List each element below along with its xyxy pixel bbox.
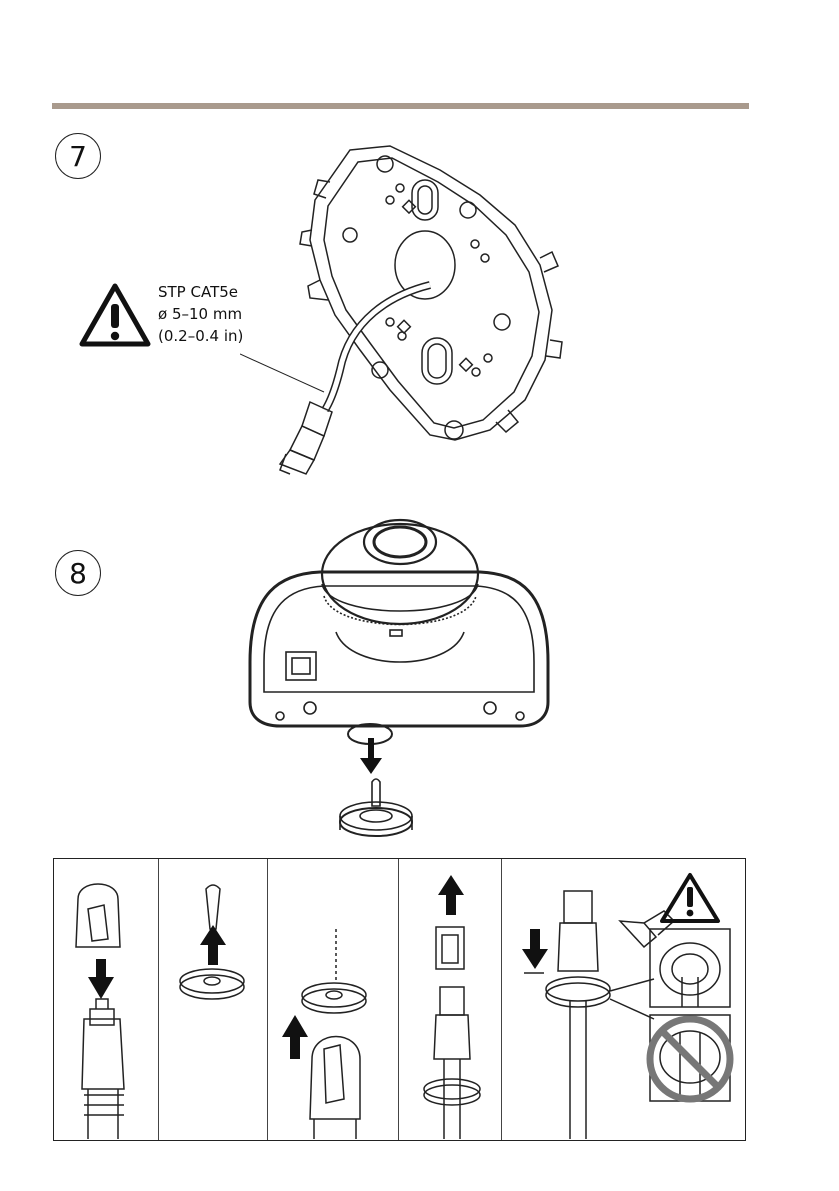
leader-line xyxy=(240,350,340,400)
warning-triangle-icon xyxy=(78,280,152,350)
cable-type-label: STP CAT5e xyxy=(158,281,243,303)
cable-diameter-mm: ø 5–10 mm xyxy=(158,303,243,325)
camera-dome-illustration xyxy=(240,512,560,857)
down-arrow-icon xyxy=(88,959,114,999)
cable-spec: STP CAT5e ø 5–10 mm (0.2–0.4 in) xyxy=(158,281,243,347)
up-arrow-icon xyxy=(438,875,464,915)
cable-diameter-in: (0.2–0.4 in) xyxy=(158,325,243,347)
cable-prep-steps xyxy=(54,859,744,1139)
up-arrow-icon xyxy=(200,925,226,965)
warning-triangle-icon xyxy=(662,875,718,921)
cable-prep-panel xyxy=(53,858,746,1141)
step-8-badge: 8 xyxy=(55,550,101,596)
mounting-bracket-illustration xyxy=(240,140,570,480)
step-7-badge: 7 xyxy=(55,133,101,179)
header-rule xyxy=(52,103,749,109)
down-arrow-icon xyxy=(522,929,548,969)
up-arrow-icon xyxy=(282,1015,308,1059)
